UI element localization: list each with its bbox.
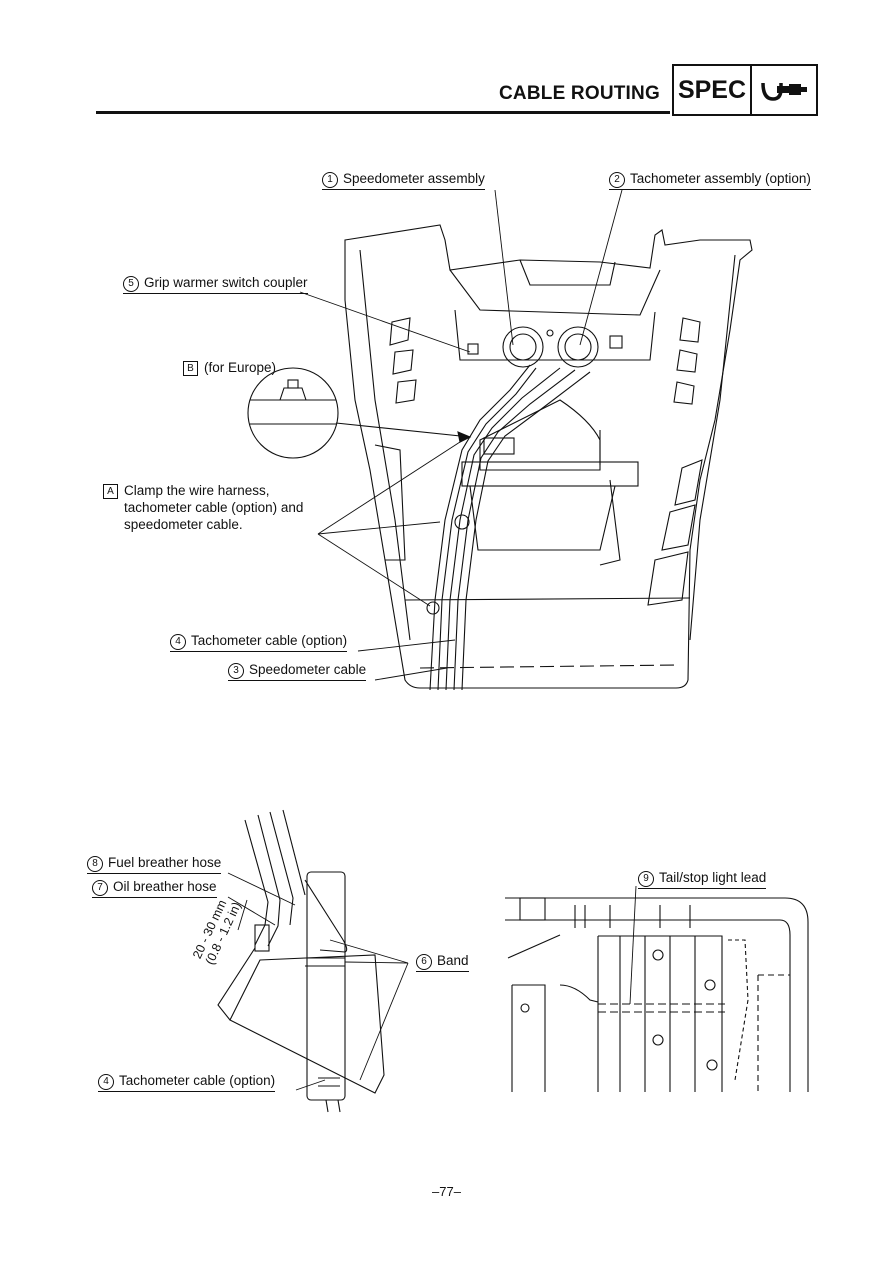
for-europe-label: B(for Europe) bbox=[183, 360, 276, 376]
bottom-right-leader-lines bbox=[629, 885, 637, 1005]
bottom-left-leader-lines bbox=[227, 872, 409, 1091]
handlebar-cover-drawing bbox=[344, 224, 753, 691]
top-leader-lines bbox=[299, 189, 623, 681]
tail-light-drawing bbox=[505, 897, 809, 1092]
micrometer-icon bbox=[752, 66, 816, 114]
spec-badge: SPEC bbox=[672, 64, 818, 116]
page-title: CABLE ROUTING bbox=[499, 83, 660, 104]
breather-hose-drawing bbox=[217, 809, 385, 1113]
page-number: –77– bbox=[432, 1184, 461, 1199]
spec-label: SPEC bbox=[674, 66, 752, 114]
header-rule bbox=[96, 111, 670, 114]
detail-b-inset bbox=[247, 367, 472, 459]
